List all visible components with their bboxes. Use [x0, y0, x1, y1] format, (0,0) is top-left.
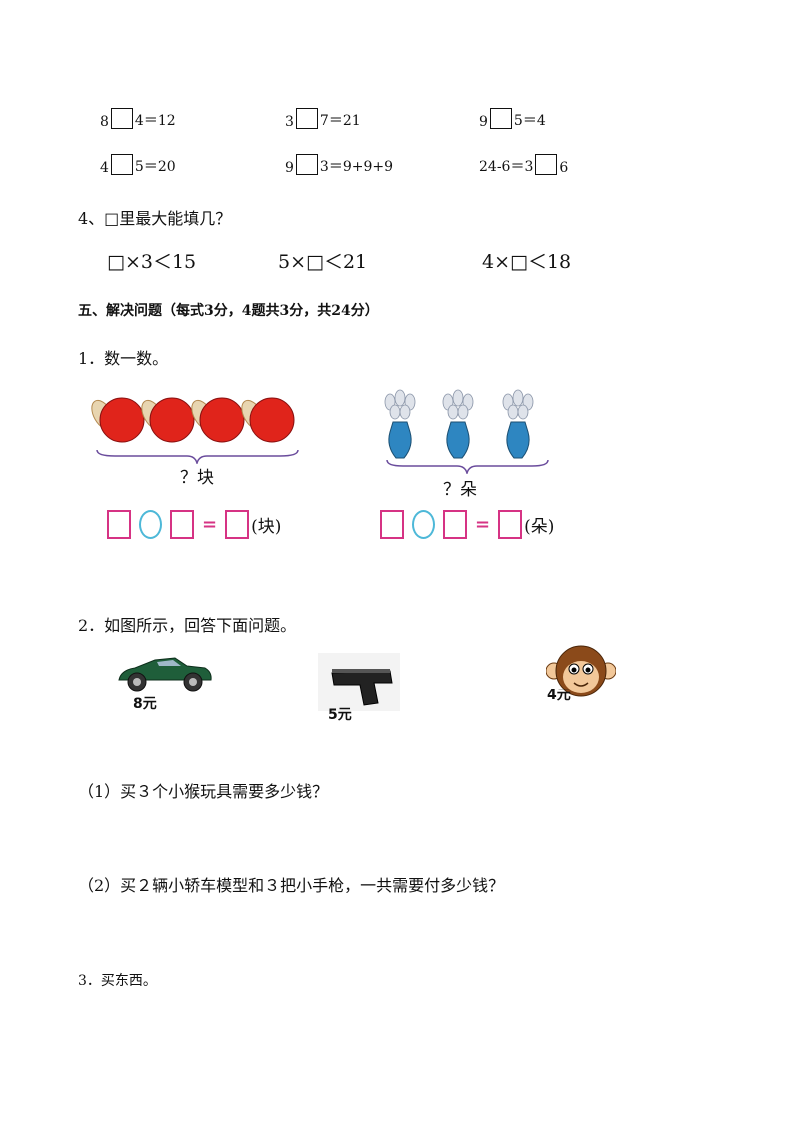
car-icon — [118, 657, 212, 692]
equals-sign: = — [475, 514, 491, 535]
equation-row2-3: 24-6＝3 6 — [479, 154, 568, 176]
paddles-illustration — [91, 397, 295, 443]
unit-label: (块) — [251, 517, 282, 537]
eq-right: 6 — [559, 160, 569, 176]
eq-right: 4＝12 — [134, 113, 176, 129]
answer-box[interactable] — [107, 510, 131, 539]
q3-title: 3．买东西。 — [78, 973, 157, 989]
monkey-icon — [546, 645, 616, 697]
gun-image-frame — [318, 653, 400, 711]
paddles-count-label: ？块 — [180, 468, 214, 488]
answer-box[interactable] — [225, 510, 250, 539]
blank-box[interactable] — [295, 154, 318, 175]
paddle-icon — [191, 397, 245, 443]
eq-right: 7＝21 — [319, 113, 361, 129]
paddles-fill-row: = (块) — [107, 510, 281, 539]
flowers-count-label: ？朵 — [443, 480, 477, 500]
inequality-2: 5×□＜21 — [278, 251, 368, 273]
eq-left: 8 — [100, 114, 109, 130]
brace-icon — [386, 459, 549, 474]
eq-left: 3 — [285, 114, 294, 130]
section5-title: 五、解决问题（每式3分，4题共3分，共24分） — [78, 303, 379, 319]
vase-icon — [502, 389, 534, 459]
eq-left: 24-6＝3 — [479, 159, 534, 175]
flowers-fill-row: = (朵) — [380, 510, 554, 539]
answer-box[interactable] — [498, 510, 523, 539]
answer-box[interactable] — [443, 510, 467, 539]
q2-sub1: （1）买３个小猴玩具需要多少钱？ — [78, 782, 329, 801]
vase-icon — [442, 389, 474, 459]
monkey-price: 4元 — [547, 687, 571, 703]
equals-sign: = — [202, 514, 218, 535]
paddle-icon — [241, 397, 295, 443]
answer-box[interactable] — [170, 510, 194, 539]
q4-title: 4、□里最大能填几？ — [78, 209, 232, 228]
blank-box[interactable] — [535, 154, 558, 175]
gun-icon — [331, 669, 393, 706]
blank-box[interactable] — [295, 108, 318, 129]
equation-row1-3: 9 5＝4 — [479, 108, 546, 130]
count-title: 1．数一数。 — [78, 349, 169, 368]
eq-right: 5＝4 — [513, 113, 546, 129]
blank-box[interactable] — [489, 108, 512, 129]
eq-right: 3＝9+9+9 — [319, 159, 394, 175]
operator-circle[interactable] — [139, 510, 162, 539]
eq-left: 9 — [285, 160, 294, 176]
inequality-1: □×3＜15 — [107, 251, 197, 273]
eq-left: 9 — [479, 114, 488, 130]
q2-title: 2．如图所示，回答下面问题。 — [78, 616, 297, 635]
paddle-icon — [141, 397, 195, 443]
equation-row1-1: 8 4＝12 — [100, 108, 176, 130]
operator-circle[interactable] — [412, 510, 435, 539]
unit-label: (朵) — [524, 517, 555, 537]
eq-left: 4 — [100, 160, 109, 176]
blank-box[interactable] — [110, 154, 133, 175]
equation-row1-2: 3 7＝21 — [285, 108, 361, 130]
vases-illustration — [384, 389, 534, 459]
equation-row2-1: 4 5＝20 — [100, 154, 176, 176]
paddle-icon — [91, 397, 145, 443]
brace-icon — [96, 449, 299, 464]
blank-box[interactable] — [110, 108, 133, 129]
answer-box[interactable] — [380, 510, 404, 539]
inequality-3: 4×□＜18 — [482, 251, 572, 273]
gun-price: 5元 — [328, 707, 352, 723]
q2-sub2: （2）买２辆小轿车模型和３把小手枪，一共需要付多少钱？ — [78, 876, 505, 895]
car-price: 8元 — [133, 696, 157, 712]
equation-row2-2: 9 3＝9+9+9 — [285, 154, 393, 176]
eq-right: 5＝20 — [134, 159, 176, 175]
vase-icon — [384, 389, 416, 459]
